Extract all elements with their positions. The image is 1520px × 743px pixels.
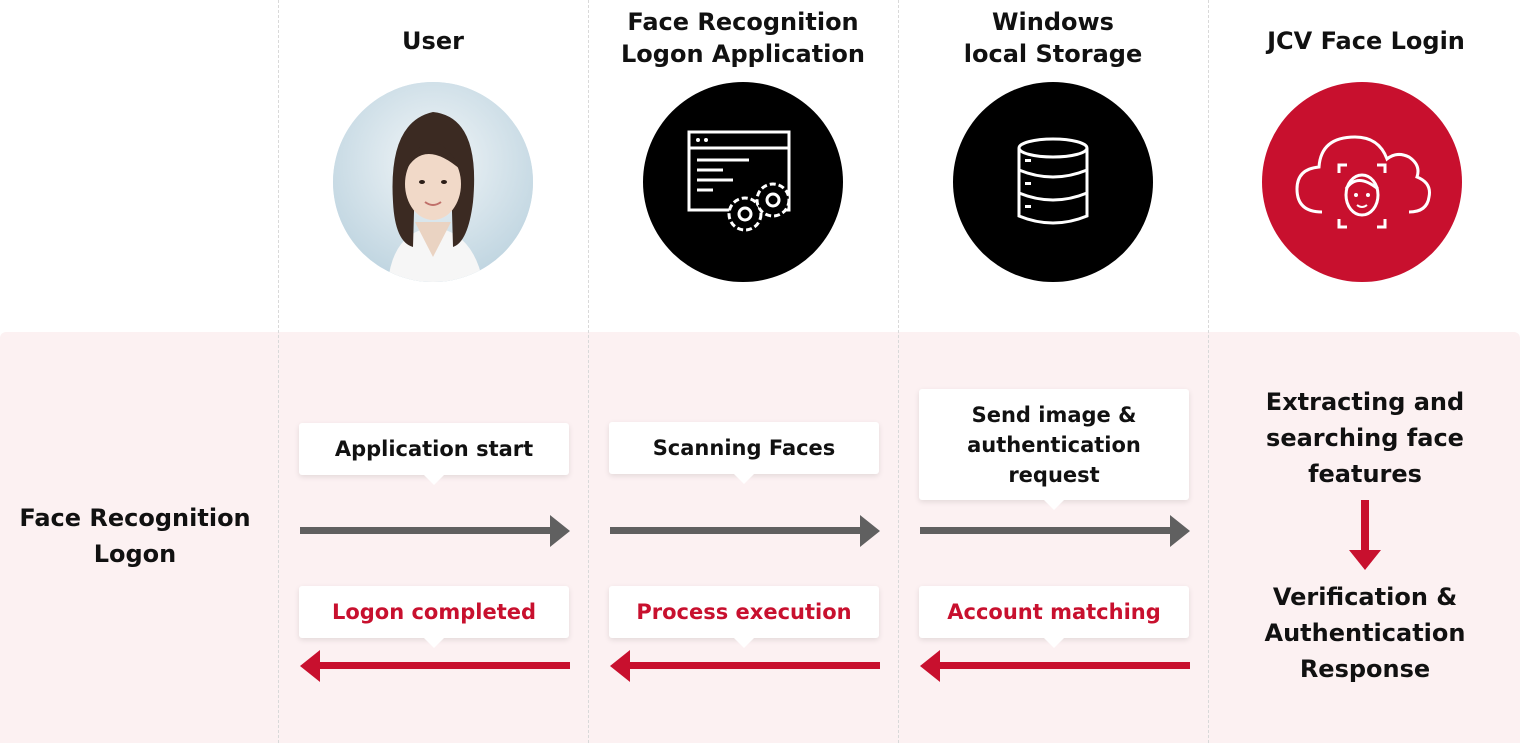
request-label-send-image: Send image & authentication request [919, 389, 1189, 510]
column-title-application: Face Recognition Logon Application [621, 8, 865, 68]
cloud-step-verification: Verification & Authentication Response [1264, 583, 1466, 683]
app-window-gears-icon [687, 130, 791, 232]
column-divider [1208, 0, 1209, 743]
backward-arrow [920, 650, 1190, 682]
cloud-face-icon [1295, 135, 1431, 229]
column-title-cloud: JCV Face Login [1267, 27, 1465, 55]
user-portrait-icon [333, 82, 533, 282]
process-band [0, 332, 1520, 743]
backward-arrow [610, 650, 880, 682]
row-label: Face Recognition Logon [19, 504, 251, 568]
cloud-step-extracting: Extracting and searching face features [1265, 388, 1465, 488]
storage-icon-circle [953, 82, 1153, 282]
column-divider [588, 0, 589, 743]
down-arrow [1349, 500, 1381, 570]
app-icon-circle [643, 82, 843, 282]
forward-arrow [920, 515, 1190, 547]
database-icon [1017, 137, 1089, 225]
request-label-application-start: Application start [299, 423, 569, 485]
column-divider [898, 0, 899, 743]
response-label-process-execution: Process execution [609, 586, 879, 648]
user-photo [333, 82, 533, 282]
column-title-user: User [402, 27, 464, 55]
forward-arrow [300, 515, 570, 547]
response-label-account-matching: Account matching [919, 586, 1189, 648]
column-divider [278, 0, 279, 743]
response-label-logon-completed: Logon completed [299, 586, 569, 648]
cloud-icon-circle [1262, 82, 1462, 282]
request-label-scanning-faces: Scanning Faces [609, 422, 879, 484]
column-title-storage: Windows local Storage [963, 8, 1143, 68]
forward-arrow [610, 515, 880, 547]
backward-arrow [300, 650, 570, 682]
